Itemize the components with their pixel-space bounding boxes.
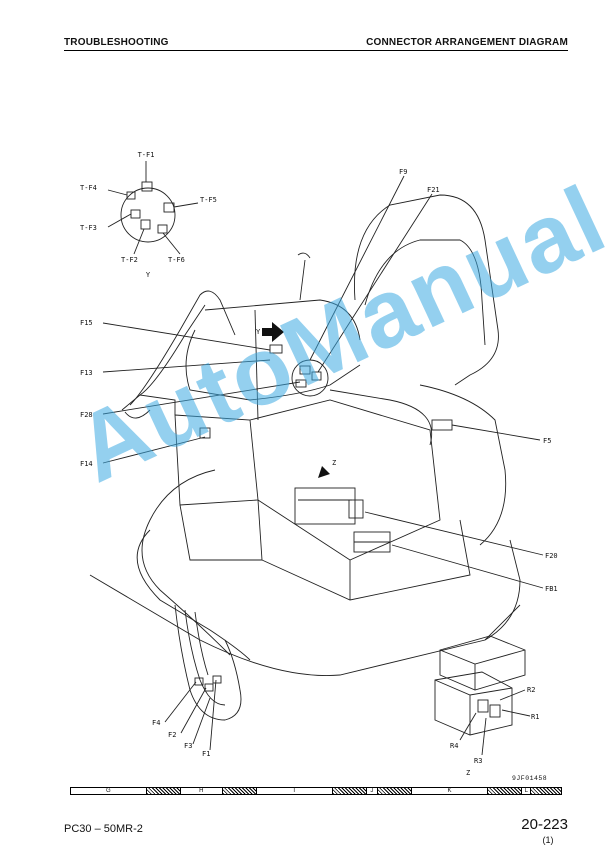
wiring-harness-bottom	[174, 604, 242, 721]
footer-model: PC30 – 50MR-2	[64, 823, 143, 835]
label-t-f6: T-F6	[168, 256, 185, 264]
index-cell: K	[412, 788, 488, 794]
view-z-arrow	[318, 464, 332, 478]
index-cell-hatched	[377, 788, 413, 794]
left-handrail	[121, 252, 311, 419]
inset-y-connector-group	[107, 161, 199, 255]
index-cell: G	[71, 788, 147, 794]
index-cell-hatched	[332, 788, 367, 794]
index-cell-hatched	[146, 788, 181, 794]
label-inset-y: Y	[146, 271, 151, 279]
page-number: 20-223	[521, 816, 568, 833]
index-cell-hatched	[222, 788, 257, 794]
label-f2: F2	[168, 731, 176, 739]
label-f14: F14	[80, 460, 93, 468]
label-f5: F5	[543, 437, 551, 445]
index-cell-hatched	[487, 788, 523, 794]
label-r4: R4	[450, 742, 458, 750]
index-cell: L	[522, 788, 532, 794]
label-t-f4: T-F4	[80, 184, 97, 192]
header-page-title: CONNECTOR ARRANGEMENT DIAGRAM	[366, 37, 568, 48]
label-fb1: FB1	[545, 585, 558, 593]
label-t-f1: T-F1	[138, 151, 155, 159]
leader-lines	[102, 175, 544, 751]
label-t-f5: T-F5	[200, 196, 217, 204]
label-f20: F20	[545, 552, 558, 560]
figure-code: 9JF01458	[512, 775, 548, 782]
label-r3: R3	[474, 757, 482, 765]
index-cell: I	[257, 788, 333, 794]
label-f13: F13	[80, 369, 93, 377]
view-y-arrow	[262, 322, 284, 342]
label-r1: R1	[531, 713, 539, 721]
connector-cluster-f9-f21	[199, 344, 329, 439]
index-cell-hatched	[531, 788, 561, 794]
label-t-f3: T-F3	[80, 224, 97, 232]
label-f3: F3	[184, 742, 192, 750]
revision-mark: (1)	[542, 835, 554, 845]
label-z-arrow: Z	[332, 459, 336, 467]
label-f9: F9	[399, 168, 407, 176]
index-strip: G H I J K L	[70, 787, 562, 795]
label-y-arrow: Y	[256, 328, 261, 336]
index-cell: H	[181, 788, 223, 794]
header-rule	[64, 50, 568, 51]
label-f1: F1	[202, 750, 210, 758]
label-f4: F4	[152, 719, 160, 727]
label-inset-z: Z	[466, 769, 470, 777]
index-cell: J	[367, 788, 378, 794]
operator-seat	[329, 194, 507, 546]
label-f21: F21	[427, 186, 440, 194]
label-r2: R2	[527, 686, 535, 694]
label-t-f2: T-F2	[121, 256, 138, 264]
label-f15: F15	[80, 319, 93, 327]
floor-outline	[89, 469, 521, 676]
header-section-title: TROUBLESHOOTING	[64, 37, 169, 48]
inset-z-relay-box	[434, 635, 531, 756]
machine-body	[174, 299, 471, 601]
label-f28: F28	[80, 411, 93, 419]
